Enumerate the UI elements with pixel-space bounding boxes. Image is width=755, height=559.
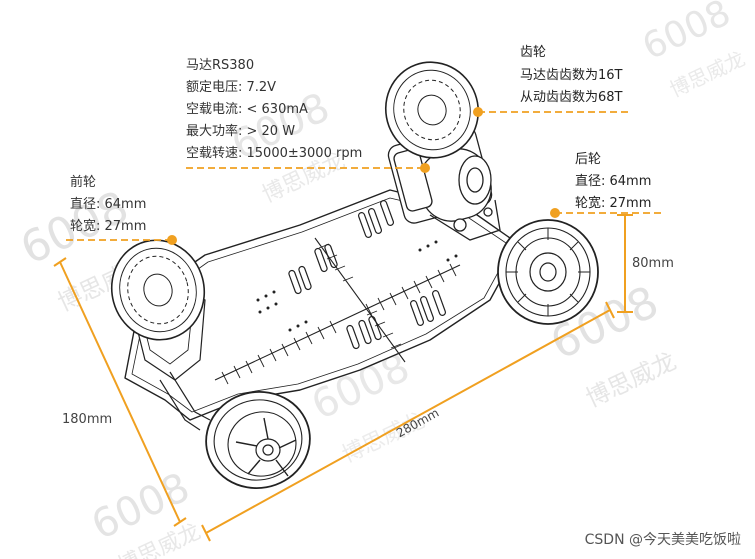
motor-no-load-current: 空载电流: < 630mA [186,102,308,117]
watermark-brand-3: 博思威龙 [582,347,681,413]
callout-leaders [66,111,663,241]
rear-wheel-width: 轮宽: 27mm [575,196,652,211]
motor-max-power: 最大功率: > 20 W [186,124,296,139]
chassis-plate [124,189,521,421]
gear-motor-teeth: 马达齿齿数为16T [520,68,623,83]
front-left-wheel [110,239,206,341]
callout-dots [167,107,560,245]
gear-title: 齿轮 [520,45,547,60]
motor-title: 马达RS380 [186,58,255,73]
rear-wheel-diameter: 直径: 64mm [575,174,652,189]
dimension-height-label: 80mm [632,256,674,271]
motor-rated-voltage: 额定电压: 7.2V [186,80,277,95]
chassis-grid [214,200,461,385]
dimension-lines [53,214,633,542]
credit-text: CSDN @今天美美吃饭啦 [584,532,741,548]
rear-left-wheel [384,61,480,159]
front-wheel-title: 前轮 [70,175,97,190]
rear-right-wheel [497,219,599,325]
gear-driven-teeth: 从动齿齿数为68T [520,90,623,105]
front-wheel-diameter: 直径: 64mm [70,197,147,212]
front-right-wheel [205,390,311,490]
dimension-width-label: 180mm [62,412,113,427]
front-wheel-width: 轮宽: 27mm [70,219,147,234]
motor-no-load-speed: 空载转速: 15000±3000 rpm [186,146,363,161]
rear-wheel-title: 后轮 [575,152,602,167]
